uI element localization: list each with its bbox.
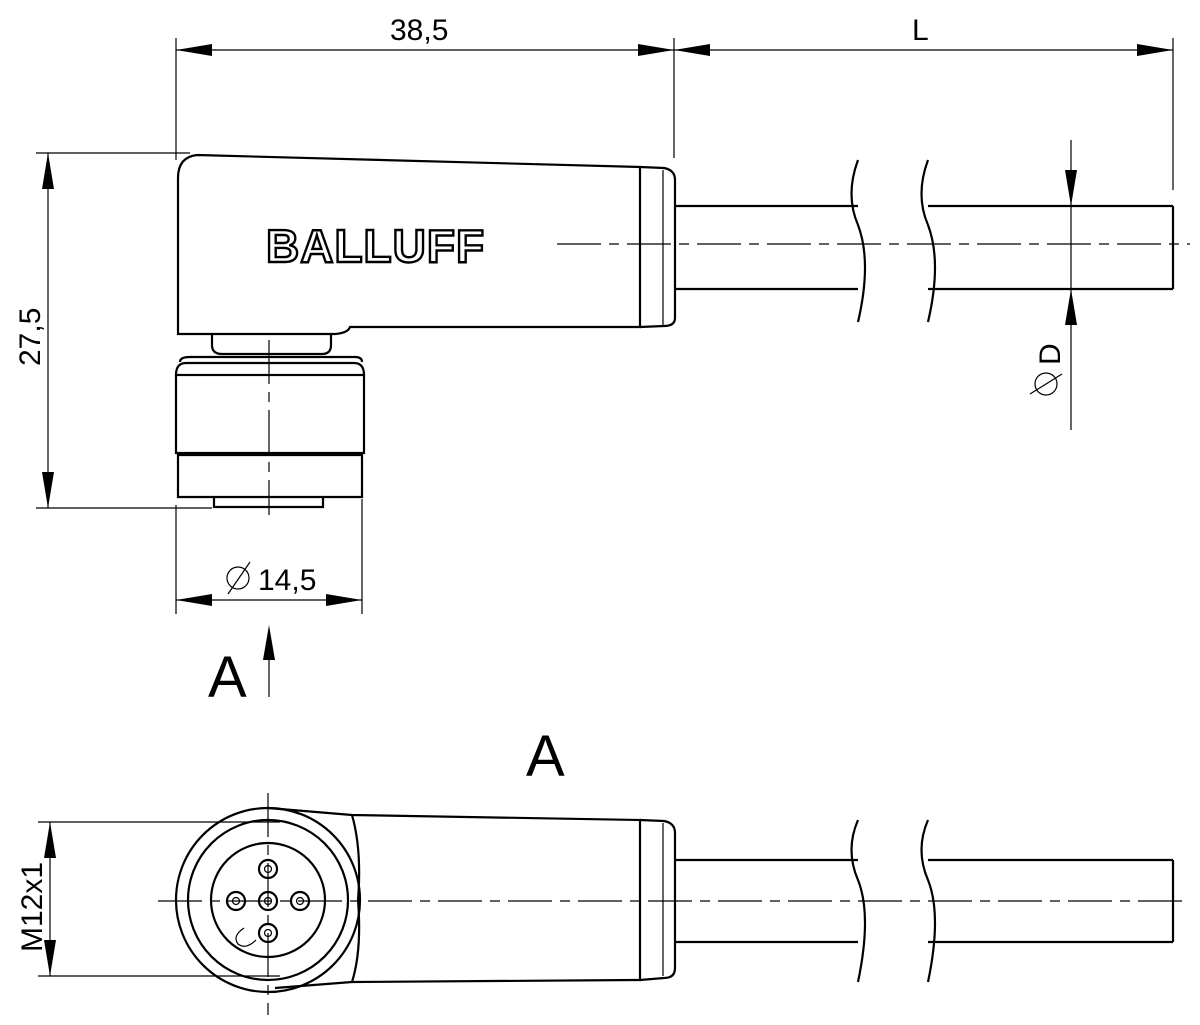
dim-thread: [38, 821, 280, 977]
body-end-collar: [639, 165, 677, 329]
dim-nut-diameter: [175, 499, 363, 614]
diameter-symbol: [1034, 372, 1058, 396]
front-view: [158, 793, 1190, 1015]
dim-cable-length: [674, 38, 1174, 190]
connector-body: [176, 153, 642, 336]
dim-body-length: [175, 38, 675, 160]
cable: [675, 159, 1175, 323]
dim-body-length-label: 38,5: [390, 14, 448, 47]
socket-front: [176, 453, 364, 499]
diameter-symbol: [226, 566, 250, 590]
knurled-nut: [174, 373, 366, 455]
side-view: [174, 153, 1190, 515]
dim-cable-length-label: L: [912, 14, 929, 47]
dim-height: [36, 152, 212, 509]
view-marker-label: A: [208, 645, 247, 710]
view-direction-arrow: [263, 625, 275, 697]
dim-cable-diameter: [1029, 140, 1077, 430]
dim-thread-label: M12x1: [16, 862, 49, 952]
dim-nut-diameter-label: 14,5: [258, 564, 316, 597]
dim-height-label: 27,5: [14, 308, 47, 366]
brand-logo: BALLUFF: [266, 220, 485, 272]
front-body: [267, 806, 642, 990]
connector-neck: [210, 334, 333, 356]
dim-cable-diameter-label: D: [1034, 343, 1067, 365]
view-title: A: [526, 724, 565, 789]
